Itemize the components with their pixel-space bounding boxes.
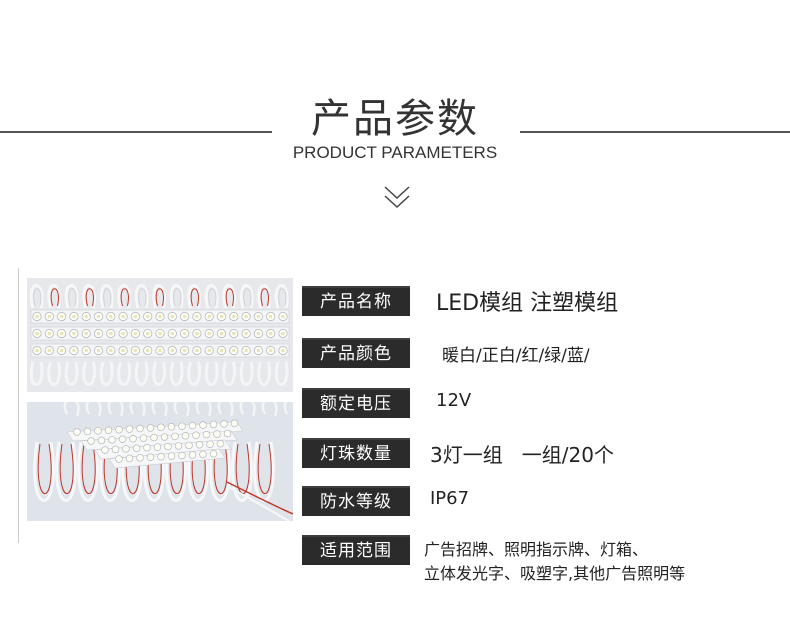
spec-value: IP67: [430, 488, 470, 509]
spec-value-line-1: 广告招牌、照明指示牌、灯箱、: [424, 540, 649, 559]
spec-label: 产品名称: [302, 286, 410, 316]
header-divider-left: [0, 131, 272, 133]
spec-label: 适用范围: [302, 535, 410, 565]
spec-value: 12V: [436, 390, 472, 411]
double-chevron-down-icon: [384, 186, 410, 209]
led-module-photo-bottom: [27, 402, 293, 521]
spec-value: 3灯一组 一组/20个: [430, 443, 614, 467]
section-title: 产品参数: [311, 96, 479, 142]
section-subtitle: PRODUCT PARAMETERS: [292, 143, 498, 162]
led-module-photo-top: [27, 278, 293, 392]
spec-label: 灯珠数量: [302, 438, 410, 468]
header-divider-right: [520, 131, 790, 133]
vertical-divider: [18, 268, 19, 543]
spec-value: 暖白/正白/红/绿/蓝/: [442, 346, 590, 366]
spec-value-line-2: 立体发光字、吸塑字,其他广告照明等: [424, 564, 686, 583]
spec-label: 产品颜色: [302, 338, 410, 368]
spec-label: 防水等级: [302, 486, 410, 516]
spec-value: LED模组 注塑模组: [436, 291, 619, 316]
spec-label: 额定电压: [302, 388, 410, 418]
